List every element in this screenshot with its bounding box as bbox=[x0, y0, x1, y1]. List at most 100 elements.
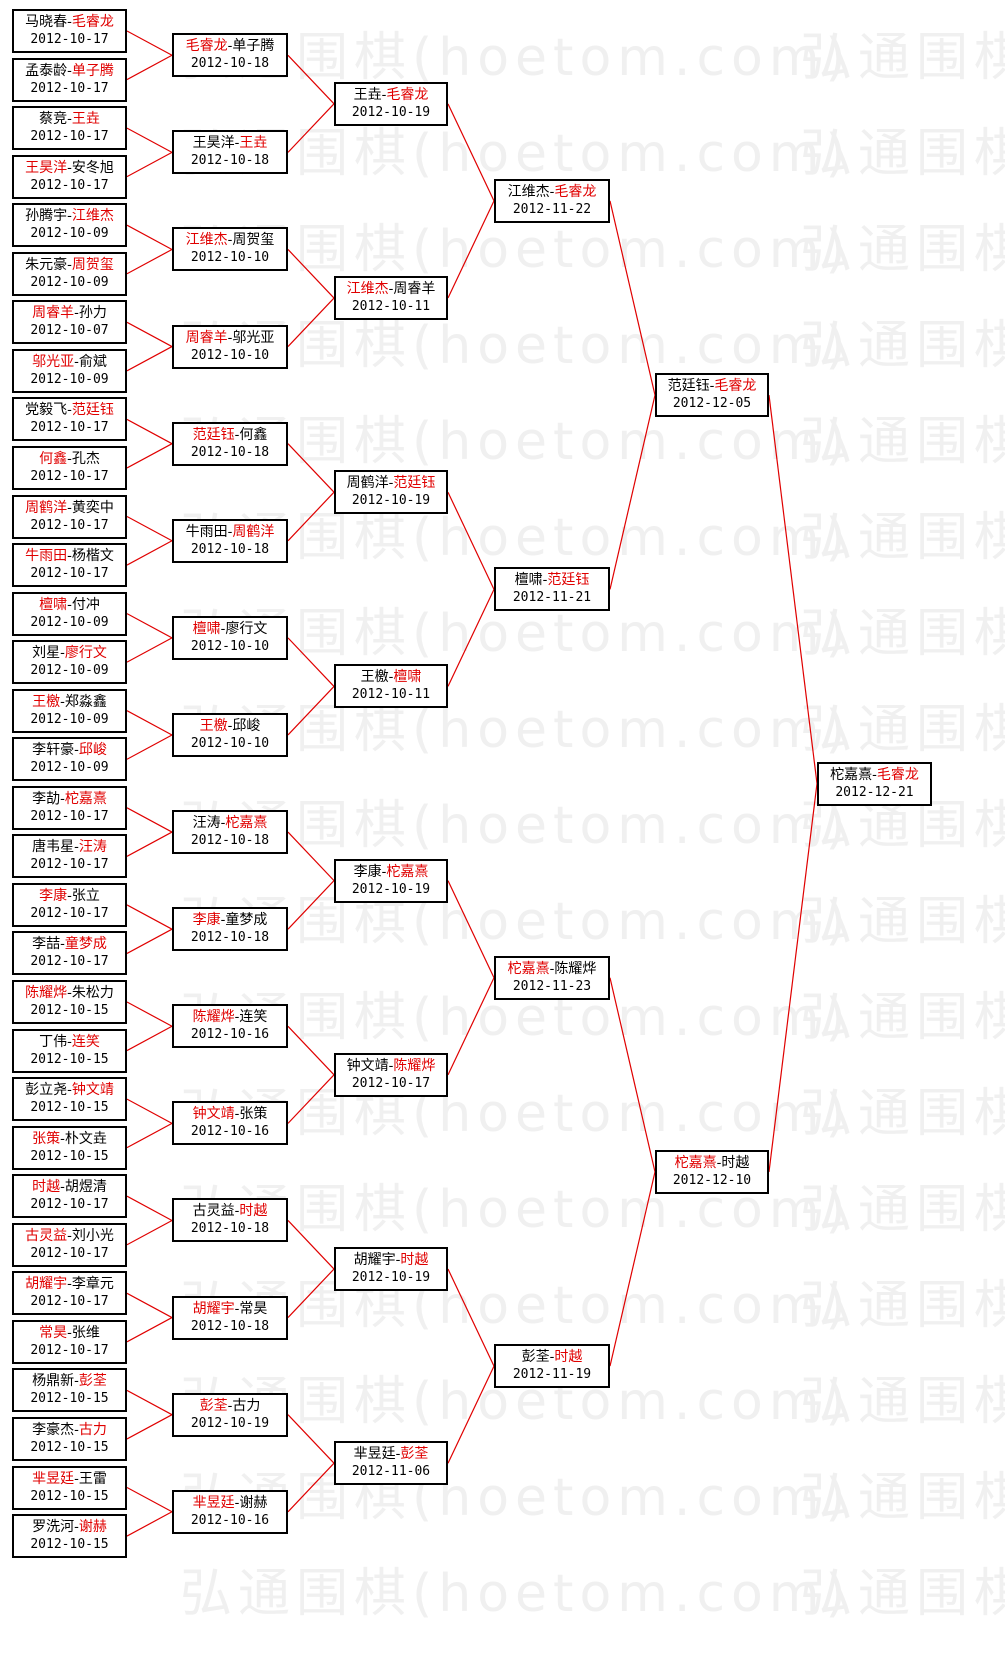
match-players: 时越-胡煜清 bbox=[14, 1178, 125, 1196]
match-players: 芈昱廷-王雷 bbox=[14, 1470, 125, 1488]
match-players: 毛睿龙-单子腾 bbox=[174, 37, 286, 55]
vs-separator: - bbox=[67, 208, 72, 224]
bracket-connector-line bbox=[126, 1486, 173, 1513]
vs-separator: - bbox=[220, 912, 226, 928]
match-players: 陈耀烨-朱松力 bbox=[14, 984, 125, 1002]
player-a-name: 古灵益 bbox=[192, 1203, 235, 1219]
player-a-name: 刘星 bbox=[32, 645, 61, 661]
match-players: 周睿羊-邬光亚 bbox=[174, 329, 286, 347]
vs-separator: - bbox=[709, 378, 715, 394]
match-date: 2012-10-17 bbox=[30, 954, 109, 969]
player-b-name: 周贺玺 bbox=[71, 257, 114, 273]
player-b-name: 檀啸 bbox=[393, 669, 422, 685]
player-b-name: 钟文靖 bbox=[71, 1082, 114, 1098]
player-a-name: 何鑫 bbox=[39, 451, 68, 467]
bracket-connector-line bbox=[126, 1317, 173, 1343]
player-b-name: 王雷 bbox=[78, 1471, 107, 1487]
match-players: 古灵益-刘小光 bbox=[14, 1227, 125, 1245]
player-b-name: 杨楷文 bbox=[71, 548, 114, 564]
vs-separator: - bbox=[67, 597, 72, 613]
player-a-name: 芈昱廷 bbox=[32, 1471, 75, 1487]
player-b-name: 连笑 bbox=[71, 1034, 100, 1050]
player-b-name: 毛睿龙 bbox=[714, 378, 757, 394]
match-date: 2012-10-17 bbox=[30, 857, 109, 872]
player-a-name: 杨鼎新 bbox=[32, 1373, 75, 1389]
vs-separator: - bbox=[60, 645, 65, 661]
player-b-name: 陈耀烨 bbox=[554, 961, 597, 977]
bracket-connector-line bbox=[447, 1365, 495, 1464]
player-a-name: 李豪杰 bbox=[32, 1422, 75, 1438]
match-players: 范廷钰-毛睿龙 bbox=[657, 377, 767, 395]
bracket-connector-line bbox=[287, 1414, 335, 1464]
match-date: 2012-10-18 bbox=[190, 56, 270, 71]
match-players: 陈耀烨-连笑 bbox=[174, 1008, 286, 1026]
match-date: 2012-10-07 bbox=[30, 323, 109, 338]
bracket-connector-line bbox=[126, 1001, 173, 1027]
player-b-name: 江维杰 bbox=[71, 208, 114, 224]
vs-separator: - bbox=[74, 742, 79, 758]
player-a-name: 李喆 bbox=[32, 936, 61, 952]
match-players: 胡耀宇-常昊 bbox=[174, 1300, 286, 1318]
bracket-connector-line bbox=[287, 1462, 335, 1513]
vs-separator: - bbox=[388, 281, 394, 297]
player-b-name: 毛睿龙 bbox=[71, 14, 114, 30]
player-a-name: 柁嘉熹 bbox=[507, 961, 550, 977]
bracket-connector-line bbox=[126, 807, 173, 833]
vs-separator: - bbox=[381, 864, 387, 880]
vs-separator: - bbox=[67, 1325, 72, 1341]
bracket-connector-line bbox=[609, 1171, 656, 1367]
player-b-name: 谢赫 bbox=[239, 1495, 268, 1511]
bracket-connector-line bbox=[447, 880, 495, 978]
player-b-name: 俞斌 bbox=[78, 354, 107, 370]
match-date: 2012-10-19 bbox=[351, 105, 431, 120]
player-b-name: 朴文垚 bbox=[64, 1131, 107, 1147]
bracket-connector-line bbox=[126, 904, 173, 930]
vs-separator: - bbox=[74, 1422, 79, 1438]
vs-separator: - bbox=[388, 475, 394, 491]
match-date: 2012-11-06 bbox=[351, 1464, 431, 1479]
match-players: 周鹤洋-黄奕中 bbox=[14, 499, 125, 517]
bracket-connector-line bbox=[287, 686, 335, 736]
match-date: 2012-10-09 bbox=[30, 372, 109, 387]
vs-separator: - bbox=[549, 961, 555, 977]
match-date: 2012-10-16 bbox=[190, 1513, 270, 1528]
vs-separator: - bbox=[67, 1034, 72, 1050]
player-b-name: 周睿羊 bbox=[393, 281, 436, 297]
player-a-name: 牛雨田 bbox=[25, 548, 68, 564]
match-players: 孙腾宇-江维杰 bbox=[14, 207, 125, 225]
bracket-connector-line bbox=[287, 54, 335, 105]
match-date: 2012-11-22 bbox=[512, 202, 592, 217]
vs-separator: - bbox=[67, 1228, 72, 1244]
match-players: 王檄-檀啸 bbox=[336, 668, 446, 686]
match-date: 2012-11-23 bbox=[512, 979, 592, 994]
match-players: 张策-朴文垚 bbox=[14, 1130, 125, 1148]
match-date: 2012-11-19 bbox=[512, 1367, 592, 1382]
match-players: 彭荃-古力 bbox=[174, 1397, 286, 1415]
vs-separator: - bbox=[67, 1082, 72, 1098]
bracket-connector-line bbox=[126, 1292, 173, 1319]
match-players: 王檄-郑淼鑫 bbox=[14, 693, 125, 711]
match-date: 2012-10-15 bbox=[30, 1489, 109, 1504]
player-b-name: 谢赫 bbox=[78, 1519, 107, 1535]
match-date: 2012-10-16 bbox=[190, 1124, 270, 1139]
bracket-connector-line bbox=[126, 418, 173, 445]
bracket-connector-line bbox=[447, 200, 495, 299]
player-b-name: 胡煜清 bbox=[64, 1179, 107, 1195]
